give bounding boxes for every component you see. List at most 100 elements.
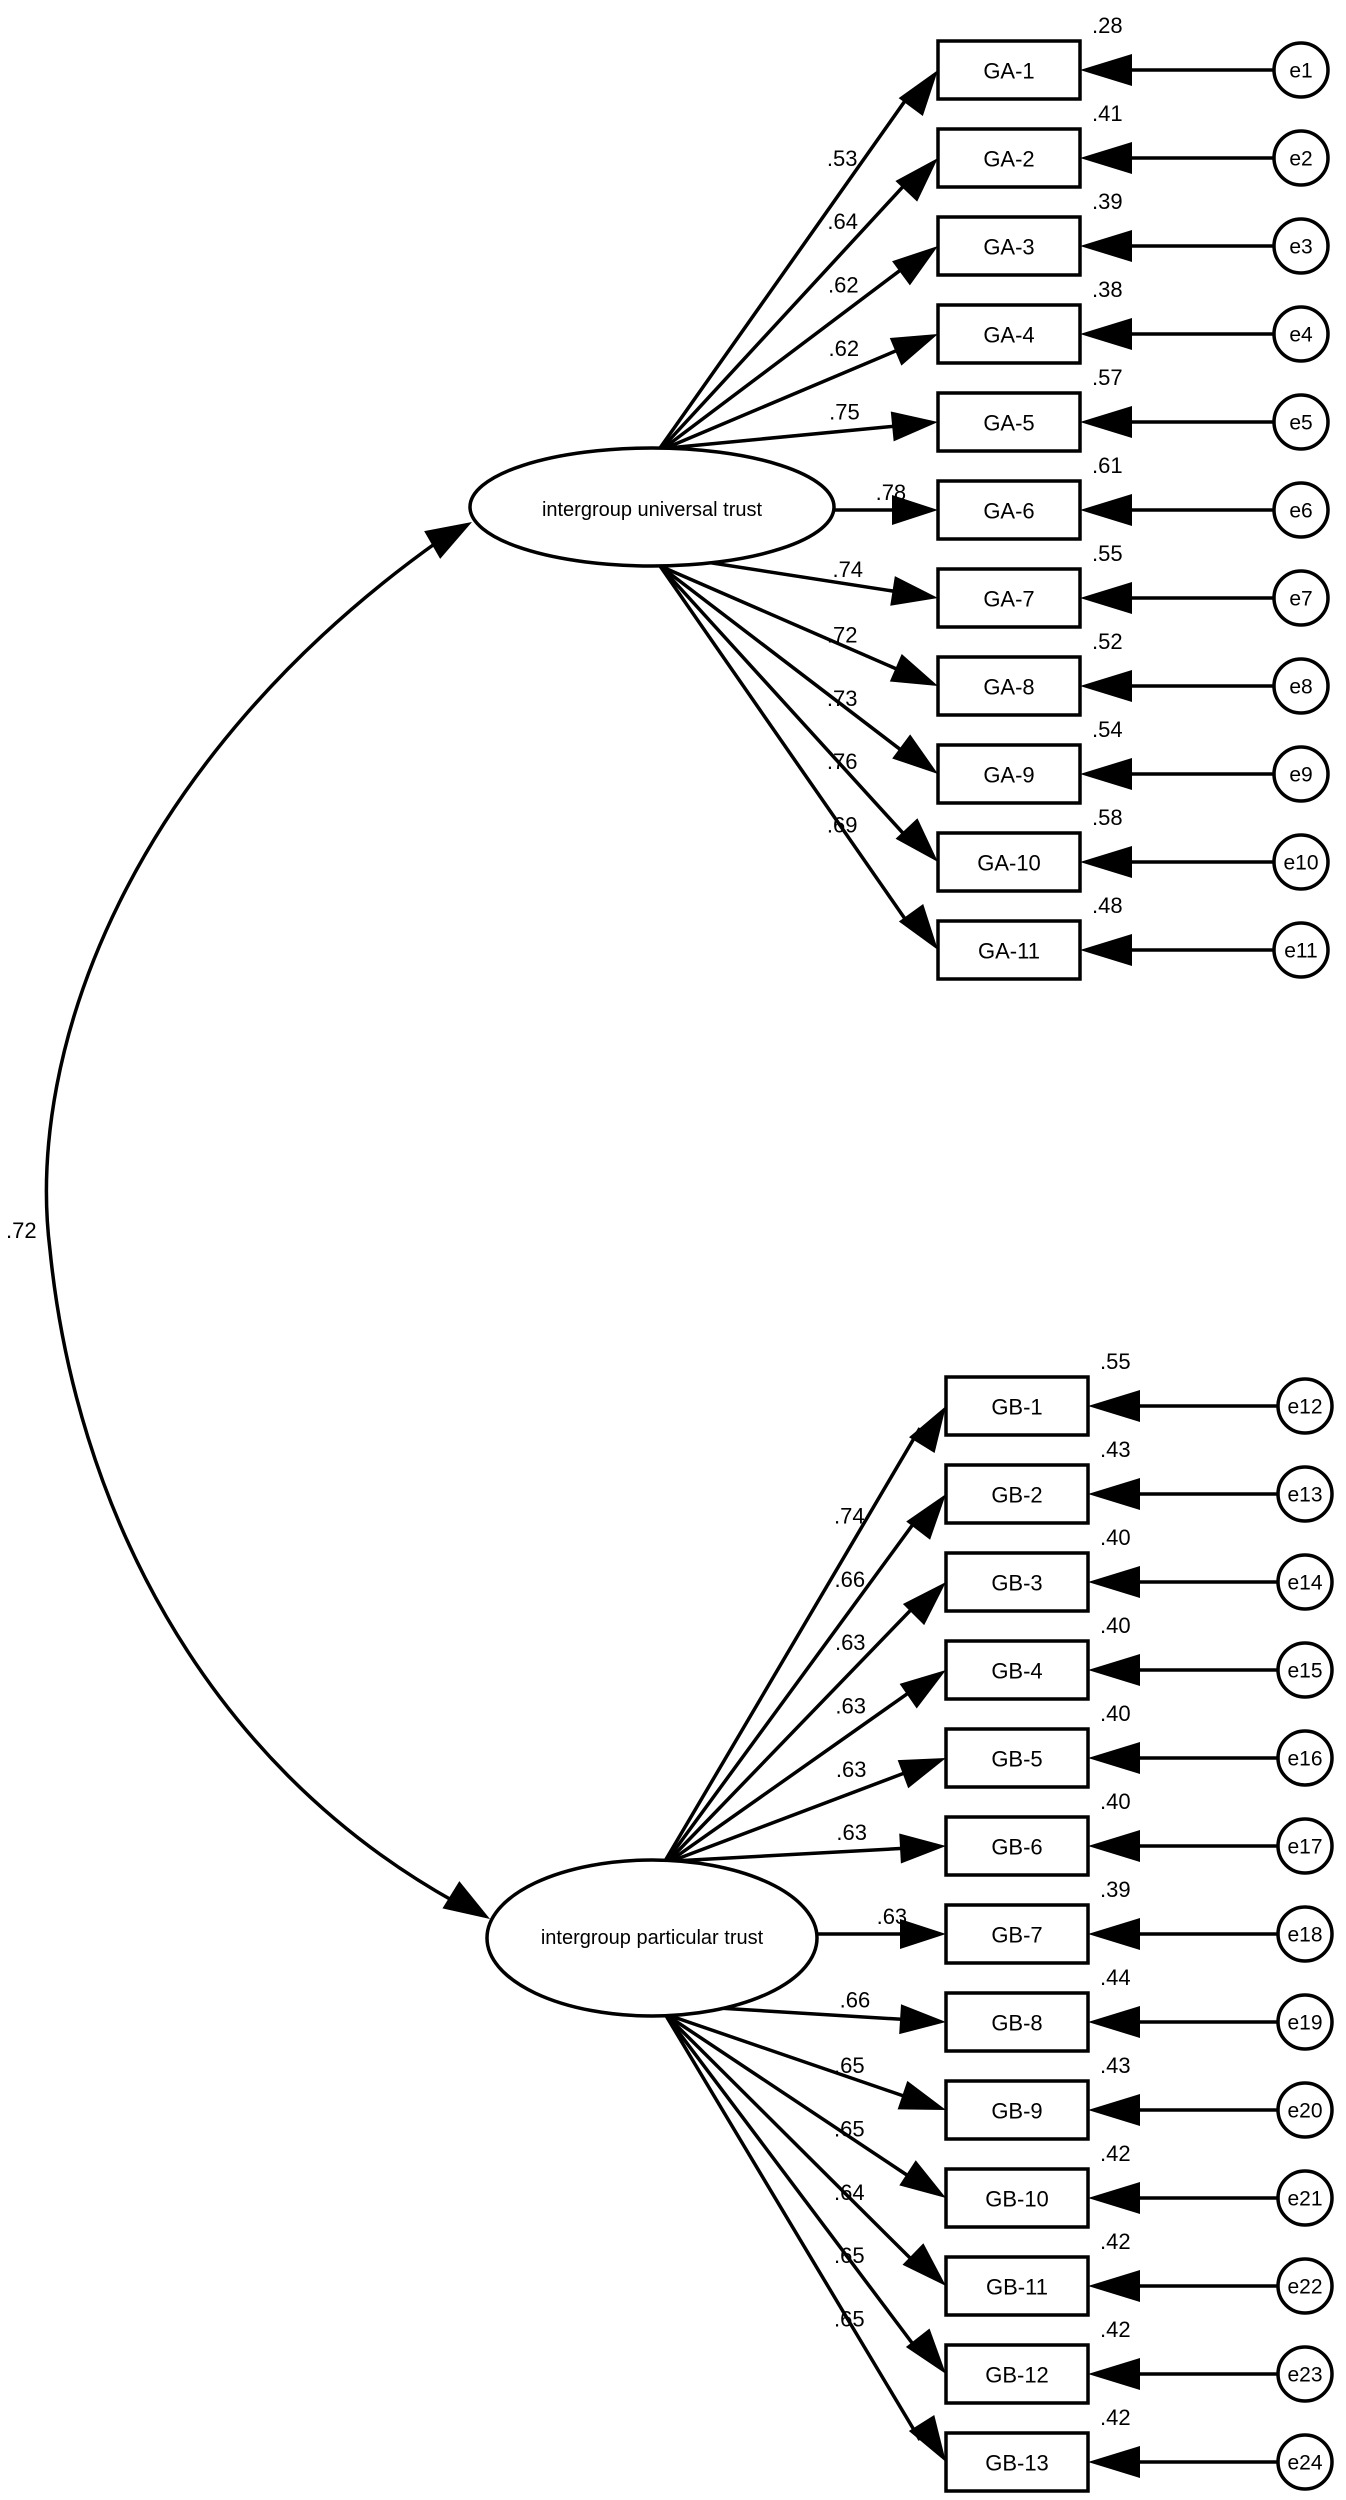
loading-arrowhead — [897, 2080, 946, 2110]
loading-arrowhead — [899, 1670, 946, 1709]
loading-path — [673, 1845, 921, 1863]
loading-value: .64 — [834, 2180, 865, 2205]
indicator-label: GA-9 — [983, 763, 1034, 788]
indicator-label: GA-5 — [983, 411, 1034, 436]
indicator-label: GB-5 — [991, 1747, 1042, 1772]
indicator-label: GB-3 — [991, 1571, 1042, 1596]
indicator-label: GB-4 — [991, 1659, 1042, 1684]
loading-value: .53 — [827, 146, 858, 171]
indicator-box — [944, 1991, 1090, 2053]
indicator-box — [936, 39, 1082, 101]
loading-path — [658, 564, 914, 845]
loading-arrowhead — [889, 334, 938, 366]
loading-arrowhead — [902, 1582, 946, 1626]
error-circle — [1272, 921, 1330, 979]
error-label: e8 — [1289, 676, 1312, 699]
error-arrowhead — [1088, 1566, 1140, 1598]
indicator-label: GB-12 — [985, 2363, 1049, 2388]
loading-value: .65 — [834, 2116, 865, 2141]
indicator-label: GB-9 — [991, 2099, 1042, 2124]
error-label: e10 — [1283, 852, 1318, 875]
error-label: e13 — [1287, 1484, 1322, 1507]
loading-arrowhead — [900, 1919, 946, 1949]
indicator-box — [944, 2167, 1090, 2229]
loading-arrowhead — [890, 576, 938, 606]
r-squared-value: .58 — [1092, 805, 1123, 830]
error-circle — [1276, 1465, 1334, 1523]
indicators-layer: .53GA-1.28e1.64GA-2.41e2.62GA-3.39e3.62G… — [827, 13, 1334, 2493]
error-circle — [1276, 1993, 1334, 2051]
loading-path — [679, 556, 913, 596]
indicator-box — [936, 391, 1082, 453]
error-label: e20 — [1287, 2100, 1322, 2123]
loading-path — [667, 422, 913, 450]
error-circle — [1276, 1377, 1334, 1435]
latent-label: intergroup particular trust — [541, 1927, 764, 1949]
correlation-arrowhead-bottom — [442, 1881, 490, 1919]
indicator-box — [936, 215, 1082, 277]
loading-arrowhead — [906, 1494, 946, 1540]
loading-arrowhead — [909, 1406, 946, 1454]
loading-arrowhead — [898, 903, 938, 950]
error-label: e9 — [1289, 764, 1312, 787]
indicator-box — [944, 2255, 1090, 2317]
r-squared-value: .40 — [1100, 1613, 1131, 1638]
indicator-box — [936, 655, 1082, 717]
latent-ellipse — [485, 1858, 819, 2018]
error-circle — [1276, 2433, 1334, 2491]
indicator-label: GB-13 — [985, 2451, 1049, 2476]
r-squared-value: .40 — [1100, 1789, 1131, 1814]
error-arrowhead — [1080, 494, 1132, 526]
error-circle — [1272, 393, 1330, 451]
error-circle — [1272, 305, 1330, 363]
error-arrowhead — [1088, 2006, 1140, 2038]
r-squared-value: .54 — [1092, 717, 1123, 742]
loading-arrowhead — [892, 495, 938, 525]
error-label: e6 — [1289, 500, 1312, 523]
indicator-label: GA-4 — [983, 323, 1034, 348]
error-circle — [1276, 2257, 1334, 2315]
error-label: e19 — [1287, 2012, 1322, 2035]
loading-value: .75 — [829, 399, 860, 424]
indicator-label: GB-8 — [991, 2011, 1042, 2036]
error-label: e5 — [1289, 412, 1312, 435]
error-circle — [1276, 1817, 1334, 1875]
loading-value: .74 — [832, 557, 863, 582]
loading-value: .76 — [827, 749, 858, 774]
error-label: e17 — [1287, 1836, 1322, 1859]
loading-value: .66 — [840, 1988, 871, 2013]
loading-value: .66 — [834, 1567, 865, 1592]
error-circle — [1276, 2169, 1334, 2227]
error-arrowhead — [1088, 1478, 1140, 1510]
loading-arrowhead — [898, 70, 938, 116]
error-arrowhead — [1080, 934, 1132, 966]
indicator-box — [944, 1375, 1090, 1437]
error-label: e23 — [1287, 2364, 1322, 2387]
loading-value: .63 — [877, 1904, 908, 1929]
indicator-label: GA-6 — [983, 499, 1034, 524]
loading-path — [662, 260, 914, 450]
error-arrowhead — [1080, 406, 1132, 438]
r-squared-value: .44 — [1100, 1965, 1131, 1990]
indicator-label: GB-10 — [985, 2187, 1049, 2212]
r-squared-value: .52 — [1092, 629, 1123, 654]
error-label: e4 — [1289, 324, 1313, 347]
error-arrowhead — [1080, 846, 1132, 878]
error-arrowhead — [1080, 54, 1132, 86]
loading-value: .65 — [834, 2307, 865, 2332]
loading-value: .62 — [829, 336, 860, 361]
latent-correlation-arc — [44, 538, 456, 1904]
error-circle — [1272, 41, 1330, 99]
indicator-label: GB-11 — [986, 2275, 1048, 2300]
error-arrowhead — [1080, 758, 1132, 790]
loading-value: .78 — [876, 480, 907, 505]
indicator-box — [944, 1727, 1090, 1789]
r-squared-value: .28 — [1092, 13, 1123, 38]
r-squared-value: .43 — [1100, 2053, 1131, 2078]
error-circle — [1276, 2345, 1334, 2403]
error-label: e14 — [1287, 1572, 1322, 1595]
error-label: e22 — [1287, 2276, 1322, 2299]
indicator-label: GA-3 — [983, 235, 1034, 260]
indicator-box — [944, 1463, 1090, 1525]
error-label: e24 — [1287, 2452, 1322, 2475]
